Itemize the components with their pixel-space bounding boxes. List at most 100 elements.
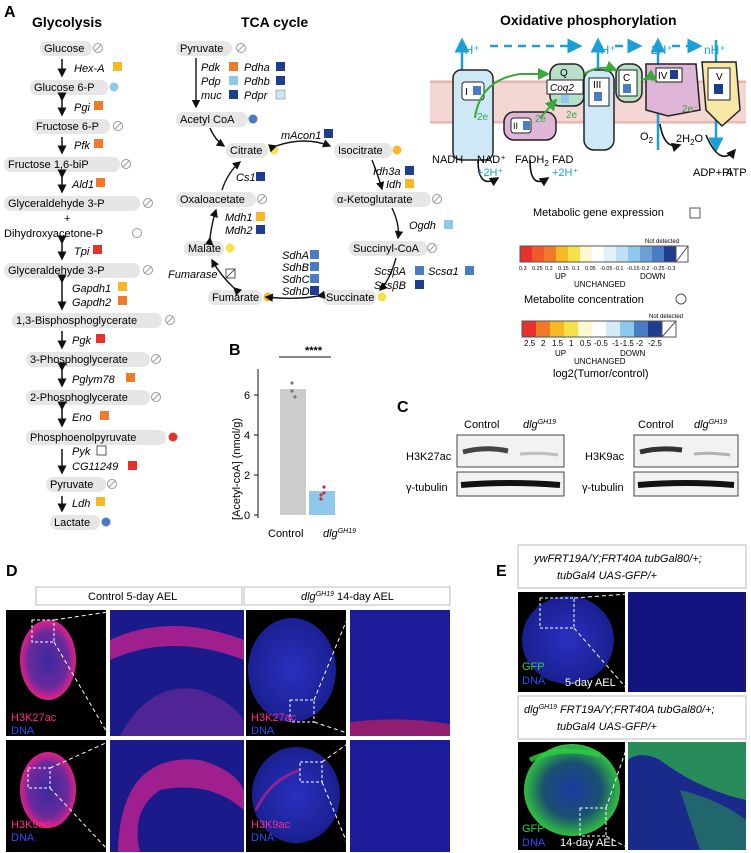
gene-color-scale	[519, 245, 689, 263]
gene-pdhb: Pdhb	[244, 76, 270, 88]
plus-sign: +	[64, 213, 70, 225]
metab-tick-5: -0.5	[594, 339, 608, 348]
gene-down-label: DOWN	[640, 272, 666, 281]
gene-tick-9: -0.2	[640, 266, 649, 272]
fad-label: FAD	[552, 154, 573, 166]
gene-unchanged-label: UNCHANGED	[574, 280, 626, 289]
gene-pgk: Pgk	[72, 335, 91, 347]
tca-genes: Pdk Pdha Pdp Pdhb muc Pdpr mAcon1 Idh3a …	[168, 62, 474, 298]
atp-label: ATP	[726, 167, 747, 179]
gene-mdh1: Mdh1	[225, 212, 253, 224]
gene-up-label: UP	[555, 272, 566, 281]
metabolite-lactate: Lactate	[54, 517, 90, 529]
gene-tick-7: -0.1	[614, 266, 623, 272]
tca-fumarate: Fumarate	[212, 292, 259, 304]
gene-ald1: Ald1	[71, 179, 94, 191]
metab-tick-1: 2	[541, 339, 546, 348]
gene-sdha: SdhA	[282, 250, 309, 262]
blot-right-dlg: dlgGH19	[694, 419, 727, 431]
metabolite-2pg: 2-Phosphoglycerate	[30, 392, 128, 404]
blot-left-tubulin: γ-tubulin	[406, 482, 448, 494]
gene-tick-0: 0.3	[519, 266, 527, 272]
chart-ylabel: [Acetyl-coA] (nmol/g)	[231, 418, 243, 520]
bar-control	[280, 389, 306, 515]
d-row2-dna-left: DNA	[11, 832, 35, 844]
d-row1-h3k27ac: H3K27ac	[11, 712, 57, 724]
complex-ii-label: II	[513, 121, 518, 131]
metab-tick-7: -1.5	[620, 339, 634, 348]
metab-tick-3: 1	[569, 339, 574, 348]
gene-fumarase: Fumarase	[168, 269, 218, 281]
nad-label: NAD⁺	[477, 154, 506, 166]
data-point	[322, 485, 326, 489]
metabolite-glyceraldehyde-3p: Glyceraldehyde 3-P	[8, 198, 105, 210]
e-genotype1-line1: ywFRT19A/Y;FRT40A tubGal80/+;	[533, 553, 702, 565]
q-label: Q	[560, 68, 568, 79]
data-point	[290, 381, 294, 385]
gene-tick-5: 0.05	[585, 266, 596, 272]
e-dna-1: DNA	[522, 675, 546, 687]
metabolite-pep: Phosphoenolpyruvate	[30, 432, 136, 444]
significance-stars: ****	[305, 345, 323, 357]
gene-macon1: mAcon1	[281, 130, 321, 142]
gene-pdp: Pdp	[201, 76, 221, 88]
o2-label: O2	[640, 131, 654, 145]
d-row2-h3k9ac-right: H3K9ac	[251, 819, 291, 831]
panel-label-e: E	[496, 563, 507, 580]
legend-axis-label: log2(Tumor/control)	[553, 368, 649, 380]
gene-hexa: Hex-A	[74, 63, 105, 75]
panel-d-header-left: Control 5-day AEL	[88, 591, 177, 603]
d-row2-dna-right: DNA	[251, 832, 275, 844]
glycolysis-genes: Hex-A Pgi Pfk Ald1 Tpi Gapdh1 Gapdh2 Pgk…	[71, 62, 137, 510]
electron-4: 2e⁻	[682, 104, 698, 115]
data-point	[319, 497, 323, 501]
legend-gene-title: Metabolic gene expression	[533, 207, 664, 219]
e-genotype1-line2: tubGal4 UAS-GFP/+	[557, 570, 658, 582]
panel-d-header-right: dlgGH19 14-day AEL	[301, 591, 394, 603]
tca-acetyl-coa: Acetyl CoA	[180, 114, 235, 126]
blot-right-h3k9ac: H3K9ac	[585, 451, 625, 463]
x-label-dlg: dlgGH19	[323, 528, 356, 540]
panel-e-images: ywFRT19A/Y;FRT40A tubGal80/+; tubGal4 UA…	[517, 544, 747, 850]
gene-scsba: ScsβA	[374, 266, 406, 278]
data-point	[319, 493, 323, 497]
electron-1: 2e	[477, 112, 489, 123]
metab-tick-4: 0.5	[580, 339, 592, 348]
nadh-label: NADH	[432, 154, 463, 166]
gene-ldh: Ldh	[72, 498, 90, 510]
metab-up-label: UP	[555, 349, 566, 358]
gene-pglym78: Pglym78	[72, 374, 116, 386]
d-row1-dna-right: DNA	[251, 725, 275, 737]
tca-isocitrate: Isocitrate	[338, 145, 383, 157]
metabolite-dhap: Dihydroxyacetone-P	[4, 228, 103, 240]
c-label: C	[623, 73, 630, 84]
blot-right-control: Control	[638, 419, 673, 431]
gene-tick-11: -0.3	[666, 266, 675, 272]
electron-2: 2e	[535, 114, 547, 125]
blot-right-tubulin: γ-tubulin	[582, 482, 624, 494]
adp-label: ADP+Pi	[693, 167, 732, 179]
data-point	[293, 395, 297, 399]
gene-pdpr: Pdpr	[244, 90, 269, 102]
gene-scsa1: Scsα1	[428, 266, 459, 278]
nad-proton-label: +2H⁺	[477, 167, 503, 179]
metab-tick-0: 2.5	[524, 339, 536, 348]
gene-idh3a: Idh3a	[373, 166, 401, 178]
legend-not-detected-1: Not detected	[645, 239, 679, 245]
glycolysis-title: Glycolysis	[32, 14, 102, 30]
panel-label-c: C	[397, 399, 409, 416]
data-point	[322, 491, 326, 495]
gene-eno: Eno	[72, 412, 92, 424]
metabolite-pyruvate: Pyruvate	[50, 479, 93, 491]
legend: Metabolic gene expression Not detected 0…	[519, 207, 701, 380]
metabolite-fructose-6p: Fructose 6-P	[36, 121, 99, 133]
gene-sdhd: SdhD	[282, 286, 310, 298]
metab-scale-ticks: 2.5 2 1.5 1 0.5 -0.5 -1 -1.5 -2 -2.5	[524, 339, 662, 348]
d-row1-h3k27ac-right: H3K27ac	[251, 712, 297, 724]
metab-down-label: DOWN	[620, 349, 646, 358]
e-genotype2-line1: dlgGH19 FRT19A/Y;FRT40A tubGal80/+;	[524, 704, 714, 716]
tca-citrate: Citrate	[230, 145, 262, 157]
complex-v-label: V	[716, 72, 723, 83]
x-label-control: Control	[268, 528, 303, 540]
